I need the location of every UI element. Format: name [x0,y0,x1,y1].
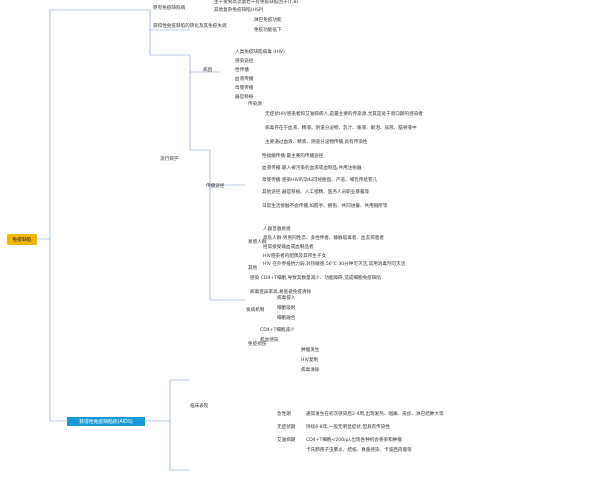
epi-s1[interactable]: 传染源 [248,102,262,107]
patho-b: 细胞吸附 [277,306,296,311]
cause-item-2: 性传播 [235,68,249,73]
epi-s4a: HIV 在外界抵抗力弱,对热敏感,56℃ 30分钟可灭活,常用消毒剂可灭活 [263,262,406,267]
patho-c: 细胞融合 [277,316,296,321]
cause-item-0: 人类免疫缺陷病毒 (HIV) [235,50,285,55]
epi-s2d: 其他途径:器官移植、人工授精、医务人员职业暴露等 [262,190,370,195]
epi-s3b: 高危人群:男男同性恋、多性伴者、静脉吸毒者、血友病患者 [263,236,384,241]
patho-f: 机会感染 [260,338,279,343]
epi-s2b: 血液传播:输入被污染的血液或血制品,共用注射器 [262,166,362,171]
epi-s2a: 性接触传播:最主要的传播途径 [262,154,324,159]
patho-p1: 感染 CD4+T细胞,导致其数量减少、功能障碍,造成细胞免疫缺陷 [250,276,381,281]
epi-s2e: 日常生活接触不会传播,如握手、拥抱、共同进餐、共用厕所等 [262,204,388,209]
clinical-c2[interactable]: 无症状期 [277,425,296,430]
epi-label[interactable]: 流行病学 [160,157,179,162]
epi-s3d: HIV感染者的配偶及其所生子女 [263,254,327,259]
clinical-c3[interactable]: 艾滋病期 [277,438,296,443]
epi-s3c: 经常接受输血或血制品者 [263,245,314,250]
epi-s3[interactable]: 易感人群 [248,240,267,245]
top-node-2b: 免疫功能低下 [254,28,282,33]
top-node-1[interactable]: 原有免疫缺陷病 [153,6,186,11]
epi-s2[interactable]: 传播途径 [206,184,225,189]
main-branch-node[interactable]: 获得性免疫缺陷病(AIDS) [67,417,145,426]
cause-item-3: 血液传播 [235,77,254,82]
cause-item-1: 感染途径 [235,59,254,64]
patho-h: HIV复制 [301,358,319,363]
patho-label[interactable]: 发病机制 [246,308,265,313]
clinical-c1[interactable]: 急性期 [277,412,291,417]
cause-item-5: 器官移植 [235,95,254,100]
top-node-1a: 主干受到高流量若干有免疫缺陷因子(T,B) [214,0,299,5]
root-node[interactable]: 免疫缺陷 [7,234,37,245]
epi-s1a: 无症状HIV感染者和艾滋病病人,是最主要的传染源,尤其是处于窗口期的感染者 [265,112,423,117]
clinical-c3b: 卡氏肺孢子虫肺炎、结核、真菌感染、卡波西肉瘤等 [306,448,412,453]
patho-i: 病毒清除 [301,368,320,373]
clinical-label[interactable]: 临床表现 [190,404,209,409]
top-node-2a: 淋巴免疫功能 [254,18,282,23]
cause-item-4: 母婴传播 [235,86,254,91]
epi-s4[interactable]: 其他 [248,266,258,271]
patho-e: CD4+T细胞减少 [260,328,295,333]
cause-label[interactable]: 病因 [203,68,213,73]
epi-s1b: 病毒存在于血液、精液、阴道分泌物、乳汁、唾液、眼泪、尿液、脑脊液中 [265,126,417,131]
patho-a: 病毒侵入 [277,296,296,301]
clinical-c3a: CD4+T细胞<200/μl,出现各种机会感染和肿瘤 [306,438,402,443]
patho-d[interactable]: 免疫损伤 [248,342,267,347]
top-node-1b: 其他复杂免疫缺陷(HSP) [214,8,264,13]
patho-p2: 病毒变异率高,易逃避免疫清除 [250,290,312,295]
clinical-c1a: 通常发生在初次感染后2-4周,出现发热、咽痛、皮疹、淋巴结肿大等 [306,412,444,417]
epi-s1c: 主要通过血液、精液、阴道分泌物传播,具有传染性 [265,140,368,145]
top-node-2[interactable]: 获得性免疫缺陷的转化及其免疫失调 [153,24,227,29]
clinical-c2a: 持续6-8年,一般无明显症状,但具有传染性 [306,425,390,430]
patho-g: 肿瘤发生 [301,348,320,353]
epi-s3a: 人群普遍易感 [263,227,291,232]
epi-s2c: 母婴传播:感染HIV的孕妇可经胎盘、产道、哺乳传给婴儿 [262,178,378,183]
